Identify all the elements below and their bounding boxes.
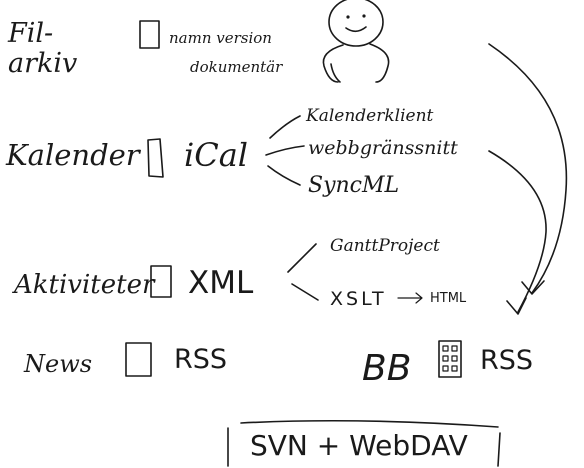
- bb-label: BB: [362, 348, 411, 389]
- kalender-branch-top: [269, 115, 301, 139]
- footer-top-line: [240, 419, 499, 428]
- filarkiv-document-icon: [139, 20, 160, 49]
- news-label: News: [23, 350, 92, 378]
- person-icon: [322, 0, 390, 83]
- aktiviteter-format: XML: [188, 265, 254, 301]
- news-document-icon: [125, 342, 152, 377]
- arrow-to-bb-inner: [488, 150, 547, 313]
- bb-group: BB RSS: [362, 340, 533, 389]
- kalender-branch-bottom: [267, 165, 301, 186]
- arrow-head-inner: [506, 297, 527, 315]
- kalender-group: Kalender iCal Kalenderklient webbgränssn…: [5, 106, 458, 198]
- arrow-to-bb-outer: [488, 43, 568, 294]
- kalender-branch-mid: [265, 145, 305, 156]
- aktiviteter-target-xslt: XSLT: [330, 288, 387, 310]
- filarkiv-note-line2: dokumentär: [190, 58, 283, 76]
- news-group: News RSS: [23, 342, 227, 378]
- kalender-target-1: Kalenderklient: [305, 106, 434, 126]
- filarkiv-label-line2: arkiv: [8, 48, 77, 79]
- kalender-target-2: webbgränssnitt: [308, 137, 458, 159]
- aktiviteter-branch-bottom: [291, 283, 319, 301]
- phone-device-icon: [438, 340, 462, 378]
- kalender-target-3: SyncML: [308, 173, 399, 198]
- aktiviteter-branch-top: [287, 243, 317, 273]
- kalender-label: Kalender: [5, 138, 142, 172]
- xslt-arrow-icon: [397, 292, 423, 304]
- footer-group: SVN + WebDAV: [227, 419, 501, 467]
- bb-format: RSS: [480, 345, 533, 376]
- news-format: RSS: [174, 344, 227, 375]
- filarkiv-group: Fil- arkiv namn version dokumentär: [7, 18, 283, 79]
- footer-label: SVN + WebDAV: [250, 429, 468, 462]
- aktiviteter-target-html: HTML: [430, 291, 467, 306]
- aktiviteter-document-icon: [150, 265, 172, 298]
- footer-bracket-right: [497, 432, 501, 467]
- aktiviteter-group: Aktiviteter XML GanttProject XSLT HTML: [12, 236, 467, 310]
- filarkiv-label-line1: Fil-: [7, 18, 53, 49]
- kalender-document-icon: [147, 138, 164, 178]
- kalender-format: iCal: [184, 136, 248, 174]
- arrow-head-outer: [521, 280, 545, 295]
- aktiviteter-label: Aktiviteter: [12, 270, 156, 300]
- aktiviteter-target-gantt: GanttProject: [330, 236, 440, 256]
- filarkiv-note-line1: namn version: [169, 29, 272, 47]
